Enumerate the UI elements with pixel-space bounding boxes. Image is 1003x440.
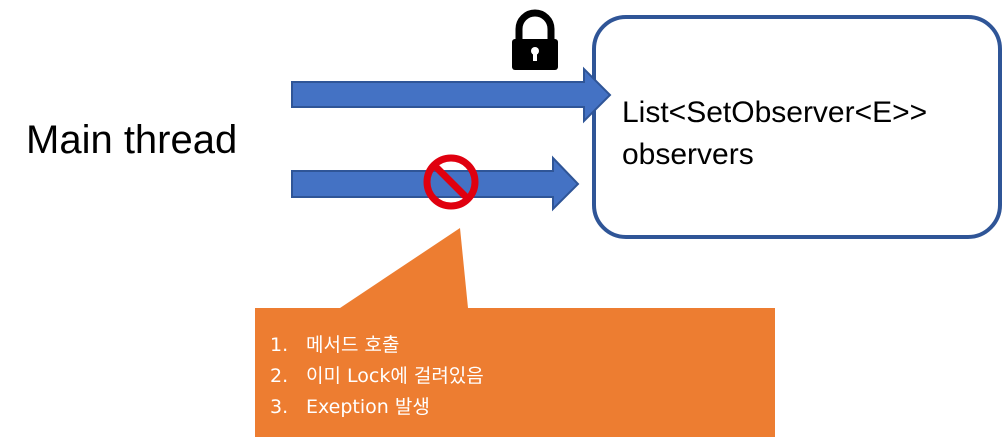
observers-box — [592, 15, 1002, 239]
observers-type-label: List<SetObserver<E>> — [622, 96, 928, 129]
prohibited-icon — [423, 154, 479, 210]
top-arrow — [291, 66, 612, 124]
list-item-number: 1. — [270, 334, 289, 356]
list-item: 2. 이미 Lock에 걸려있음 — [270, 361, 484, 392]
list-item-number: 2. — [270, 365, 289, 387]
bottom-arrow — [291, 155, 580, 212]
list-item-number: 3. — [270, 396, 289, 418]
list-item-text: Exeption 발생 — [306, 396, 430, 418]
observers-box-text: List<SetObserver<E>> observers — [622, 92, 927, 176]
list-item: 1. 메서드 호출 — [270, 330, 484, 361]
list-item-text: 이미 Lock에 걸려있음 — [306, 365, 484, 387]
lock-icon — [512, 9, 558, 70]
callout-shape — [255, 228, 775, 437]
callout-list: 1. 메서드 호출 2. 이미 Lock에 걸려있음 3. Exeption 발생 — [270, 330, 484, 423]
observers-name-label: observers — [622, 138, 754, 171]
main-thread-label: Main thread — [26, 118, 238, 162]
list-item: 3. Exeption 발생 — [270, 392, 484, 423]
list-item-text: 메서드 호출 — [306, 334, 400, 356]
